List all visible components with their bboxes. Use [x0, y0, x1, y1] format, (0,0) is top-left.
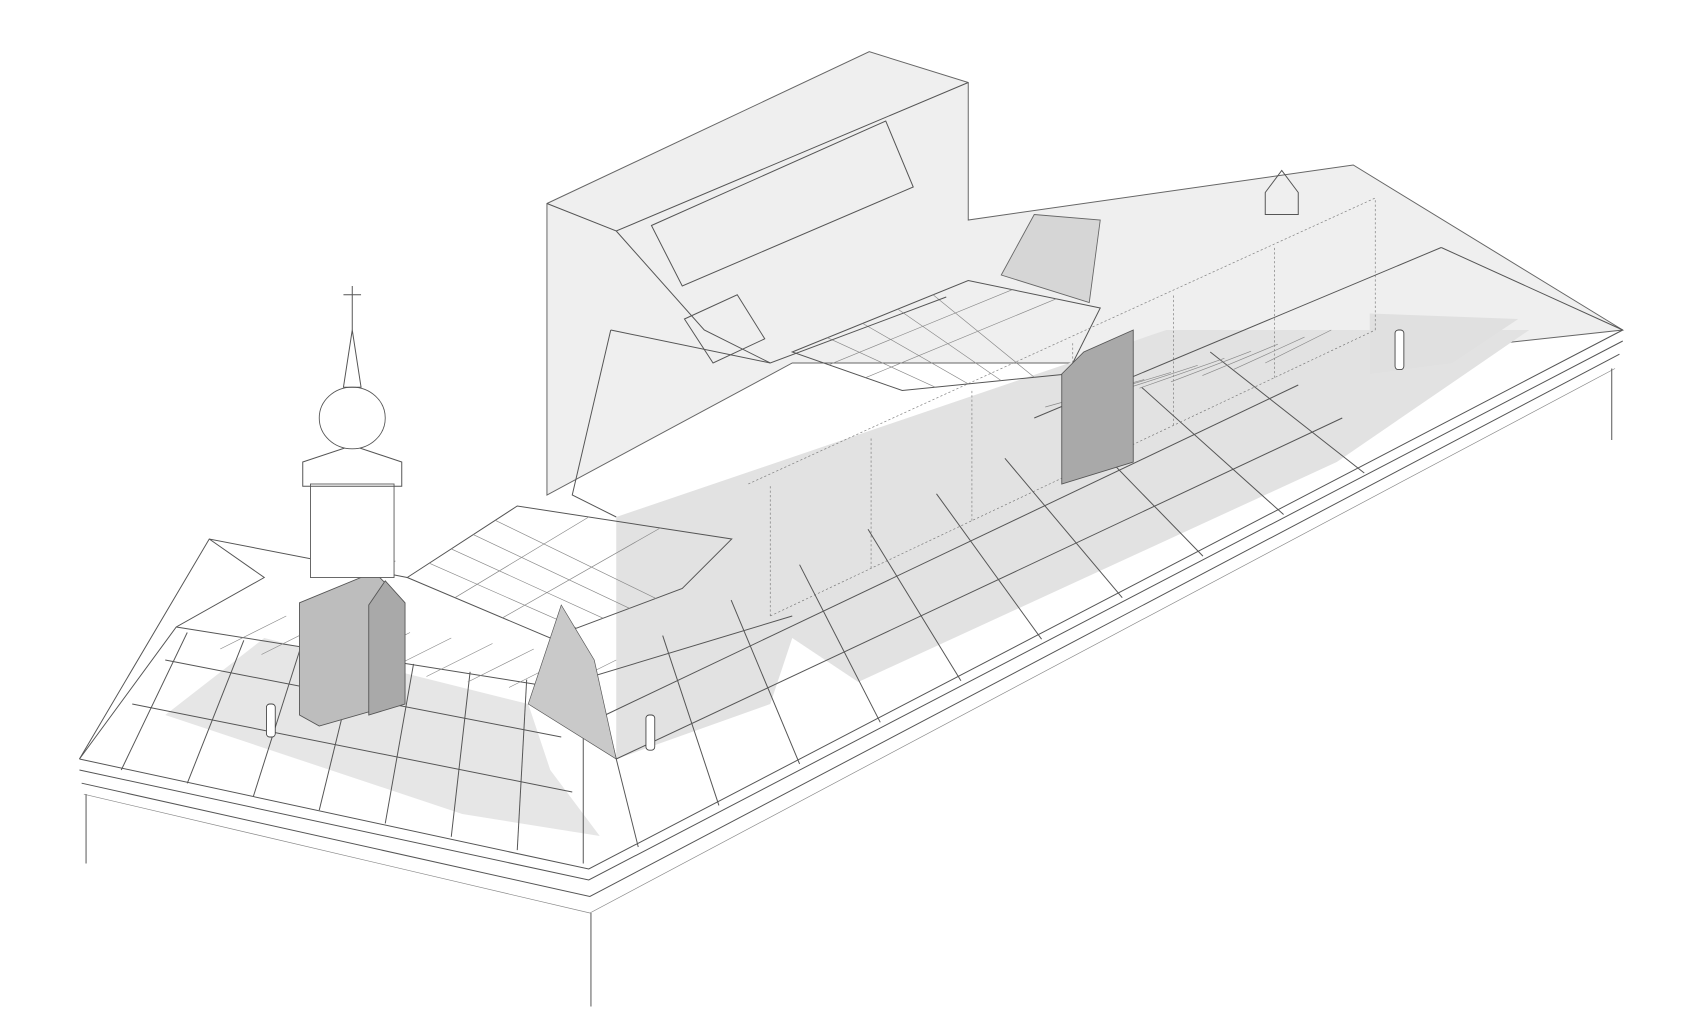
- rafter: [450, 671, 471, 837]
- grid-line: [454, 516, 589, 598]
- rafter: [730, 599, 801, 765]
- rafter: [384, 663, 415, 824]
- person-figure: [645, 714, 656, 751]
- person-figure: [1394, 329, 1405, 371]
- grid-line: [495, 520, 656, 599]
- rear-block-hatch: [683, 294, 766, 364]
- rear-dormer: [1000, 214, 1101, 304]
- human-figures: [266, 329, 1405, 751]
- rafter: [936, 493, 1042, 640]
- bell-tower: [299, 286, 406, 727]
- grid-line: [862, 323, 969, 385]
- purlin: [616, 417, 1343, 760]
- rafter: [799, 564, 881, 723]
- dotted-beam: [748, 197, 1376, 485]
- grid-line: [473, 534, 630, 609]
- joist: [1139, 357, 1225, 389]
- purlin: [132, 703, 573, 793]
- rafter: [186, 640, 245, 784]
- grid-line: [897, 308, 1002, 381]
- joist: [467, 648, 534, 683]
- rafter: [867, 528, 962, 682]
- tower-shaft: [310, 483, 395, 578]
- rafter: [516, 679, 528, 851]
- grid-line: [502, 527, 661, 619]
- rafter: [1141, 387, 1284, 515]
- right-roof-slab: [527, 604, 617, 760]
- rafter: [1004, 458, 1123, 598]
- person-figure: [266, 703, 276, 738]
- rafter: [662, 635, 720, 806]
- onion-dome: [318, 386, 386, 450]
- joist: [1202, 343, 1278, 376]
- grid-line: [865, 298, 1057, 378]
- grid-line: [828, 289, 1013, 366]
- rafter: [252, 648, 301, 797]
- right-gable-block: [1061, 329, 1134, 485]
- joist: [220, 615, 287, 650]
- grid-line: [932, 294, 1035, 378]
- grid-line: [451, 548, 604, 619]
- middle-roof-grid: [406, 279, 1101, 639]
- rafter: [1209, 351, 1365, 474]
- joist: [1265, 329, 1332, 364]
- grid-line: [429, 562, 577, 629]
- joist: [426, 643, 493, 677]
- rafter: [120, 632, 188, 771]
- joist: [1233, 336, 1305, 370]
- rear-building-block: [546, 51, 1625, 496]
- rear-block-skylight: [650, 120, 914, 287]
- rear-chimney: [1264, 169, 1299, 215]
- grid-line: [827, 337, 936, 388]
- joist: [1170, 350, 1252, 383]
- cornice: [79, 329, 1623, 1007]
- gable-block: [368, 580, 406, 716]
- purlin: [605, 384, 1299, 716]
